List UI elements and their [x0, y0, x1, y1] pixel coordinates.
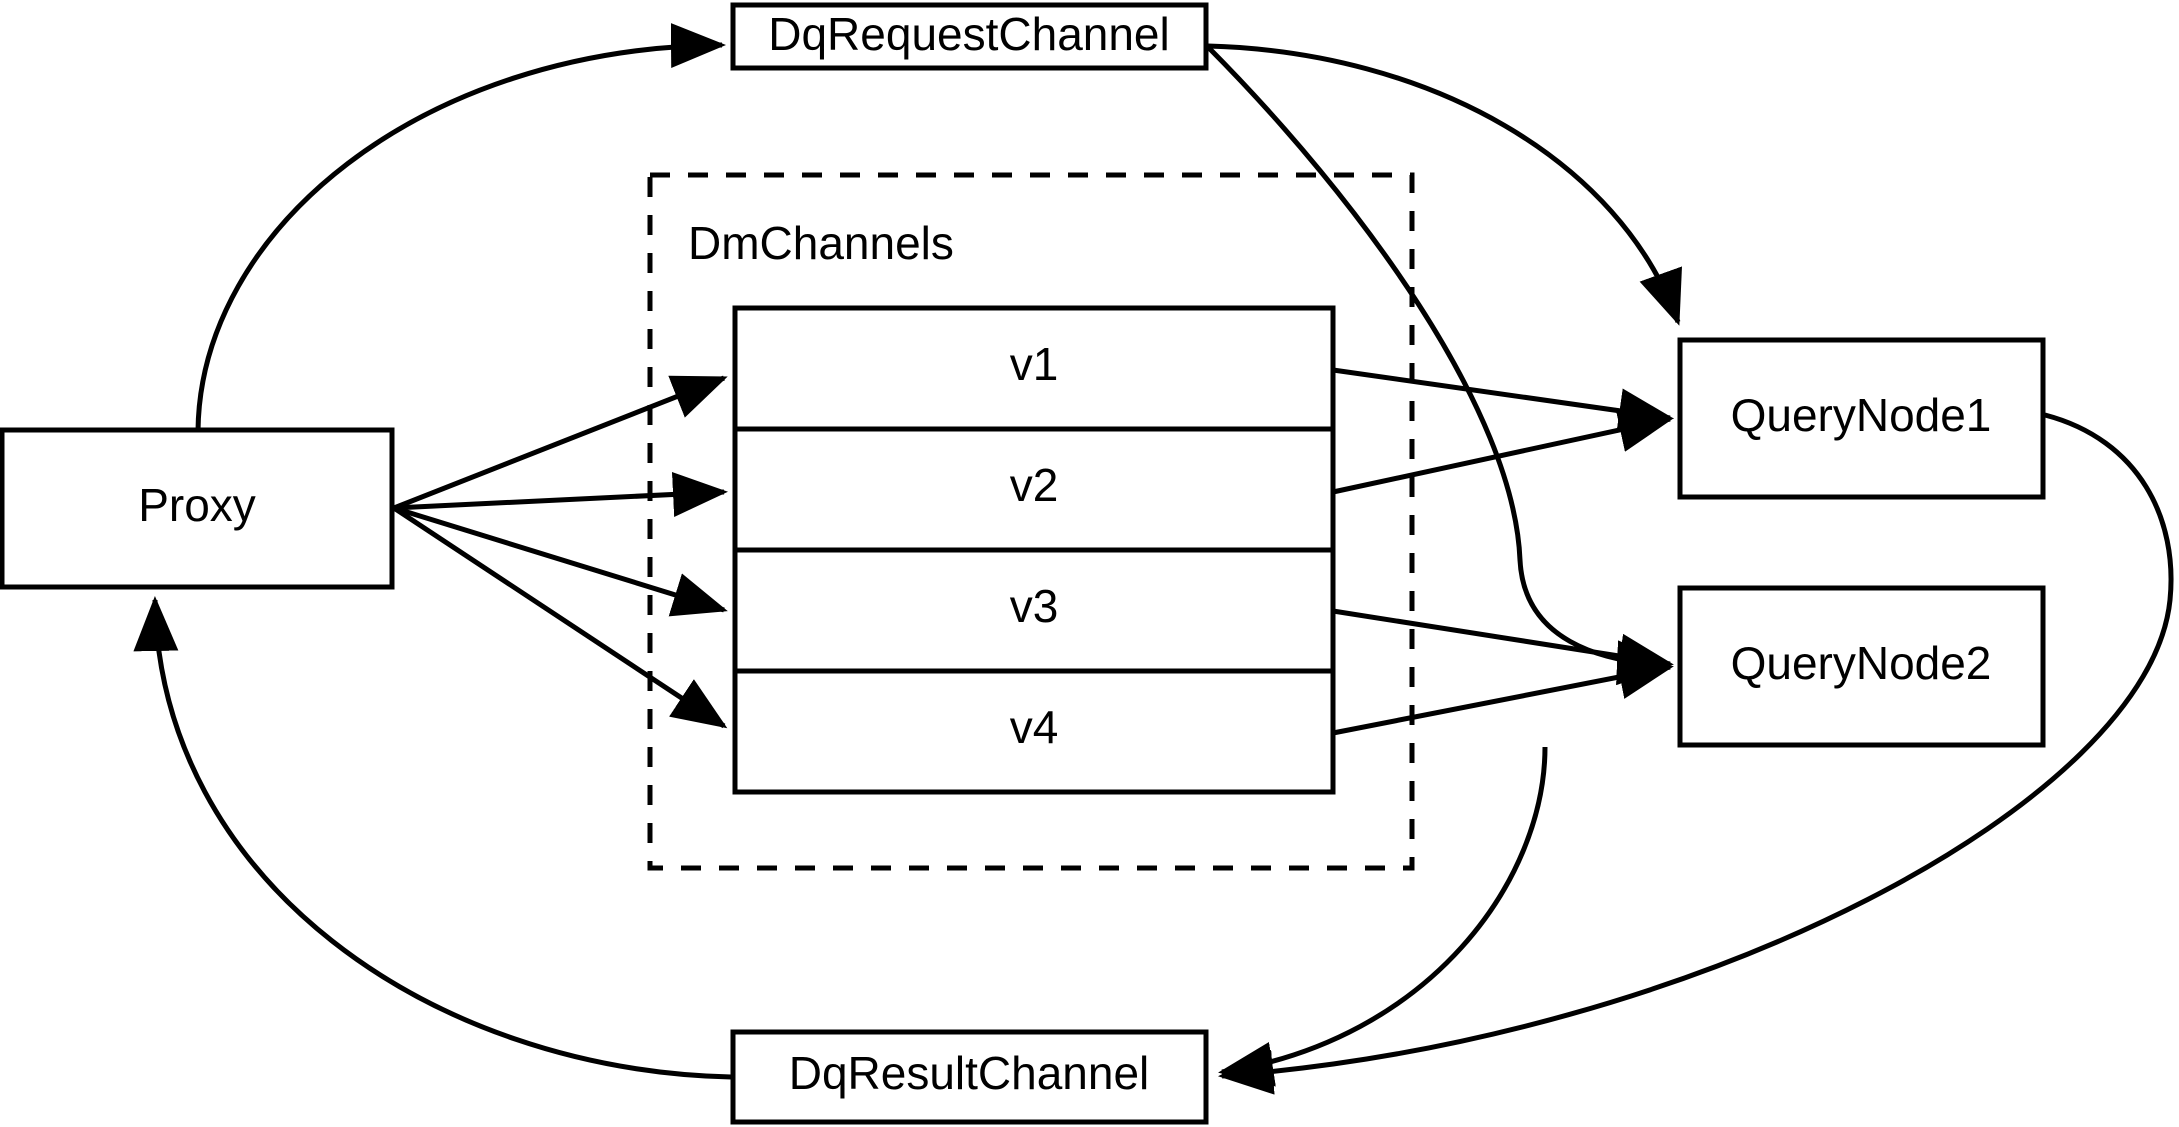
- edge-v1-to-query-node-1: [1332, 367, 1674, 434]
- edge-dq-request-to-query-node-1: [1207, 43, 1682, 326]
- node-query-node-1-label: QueryNode1: [1731, 389, 1992, 441]
- edge-proxy-to-v1: [393, 375, 728, 511]
- node-proxy[interactable]: Proxy: [0, 427, 395, 590]
- edge-proxy-to-v2: [393, 471, 728, 517]
- channel-slot-v3-label: v3: [1010, 580, 1059, 632]
- node-dq-result-channel-box[interactable]: [730, 1029, 1209, 1125]
- channel-slot-v4-label: v4: [1010, 701, 1059, 753]
- node-query-node-1-box[interactable]: [1677, 337, 2046, 500]
- node-dq-result-channel[interactable]: DqResultChannel: [730, 1029, 1209, 1125]
- edge-v2-to-query-node-1: [1332, 407, 1674, 495]
- edge-layer: [133, 23, 2174, 1095]
- node-dq-result-channel-label: DqResultChannel: [789, 1047, 1150, 1099]
- node-query-node-1[interactable]: QueryNode1: [1677, 337, 2046, 500]
- node-query-node-2-label: QueryNode2: [1731, 637, 1992, 689]
- node-proxy-label: Proxy: [138, 479, 256, 531]
- dm-channels-group: DmChannels: [647, 172, 1415, 871]
- edge-v4-to-query-node-2: [1332, 654, 1674, 736]
- node-query-node-2-box[interactable]: [1677, 585, 2046, 748]
- dm-channels-group-border: [647, 172, 1415, 871]
- node-proxy-box[interactable]: [0, 427, 395, 590]
- dm-channels-group-label: DmChannels: [688, 217, 954, 269]
- edge-dq-result-to-proxy: [133, 596, 732, 1080]
- edge-query-node-2-to-dq-result: [1218, 746, 1548, 1087]
- dm-channel-stack: v1 v2 v3 v4: [732, 305, 1336, 795]
- node-dq-request-channel-box[interactable]: [730, 2, 1209, 71]
- edge-proxy-to-v4: [392, 505, 728, 729]
- channel-slot-v1-label: v1: [1010, 338, 1059, 390]
- edge-query-node-1-to-dq-result: [1218, 412, 2174, 1095]
- edge-proxy-to-dq-request: [195, 23, 726, 432]
- edge-proxy-to-v3: [393, 505, 728, 617]
- node-dq-request-channel-label: DqRequestChannel: [768, 8, 1170, 60]
- node-query-node-2[interactable]: QueryNode2: [1677, 585, 2046, 748]
- node-dq-request-channel[interactable]: DqRequestChannel: [730, 2, 1209, 71]
- channel-slot-v2-label: v2: [1010, 459, 1059, 511]
- edge-v3-to-query-node-2: [1332, 608, 1674, 679]
